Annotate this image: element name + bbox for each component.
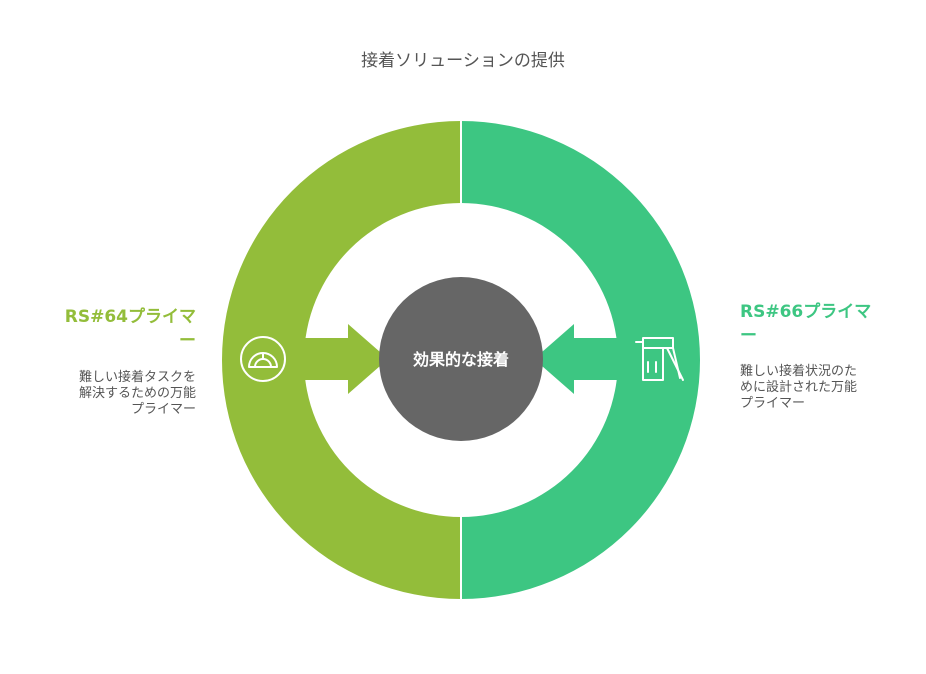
left-arrow [300, 324, 388, 394]
right-desc-line1: 難しい接着状況のた [740, 364, 858, 379]
left-ring-segment [222, 121, 461, 599]
left-desc-line2: 解決するための万能 [78, 386, 196, 401]
right-desc-line3: プライマー [740, 396, 806, 411]
staple-gun-icon [635, 337, 684, 381]
right-desc-line2: めに設計された万能 [740, 380, 858, 395]
protractor-icon [240, 336, 286, 382]
right-arrow [534, 324, 622, 394]
left-desc-line1: 難しい接着タスクを [78, 370, 196, 385]
center-circle [379, 277, 543, 441]
right-heading-line2: ー [740, 326, 757, 346]
center-label: 効果的な接着 [413, 350, 509, 369]
left-desc-line3: プライマー [130, 402, 196, 417]
left-heading-line2: ー [179, 331, 196, 351]
right-ring-segment [461, 121, 700, 599]
diagram-title: 接着ソリューションの提供 [361, 51, 565, 71]
left-heading-line1: RS#64プライマ [64, 307, 196, 327]
right-heading-line1: RS#66プライマ [740, 302, 872, 322]
